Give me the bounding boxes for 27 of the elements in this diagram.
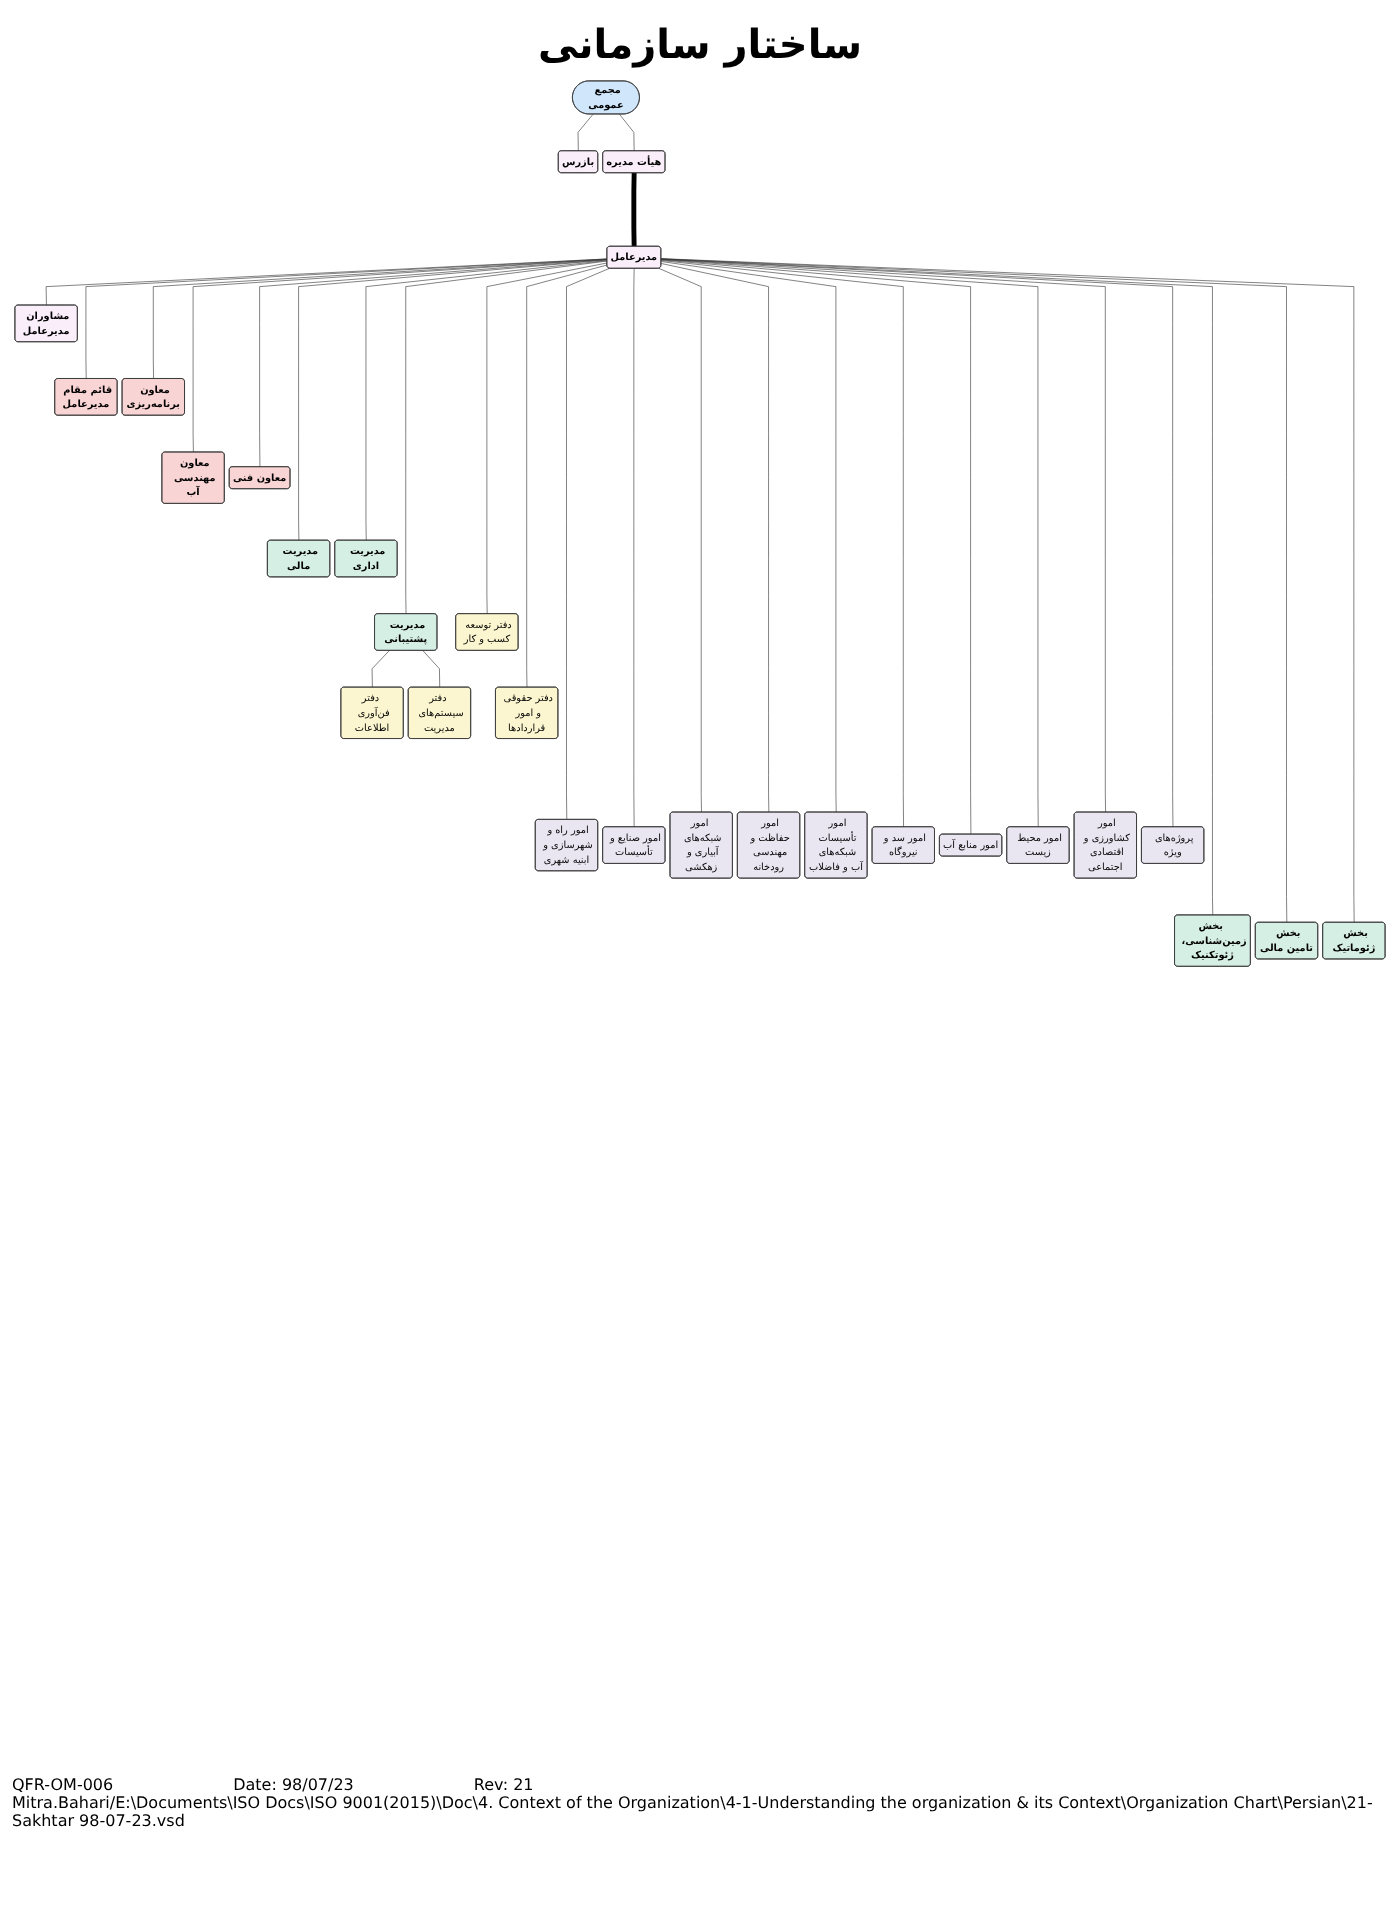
connector [371, 650, 390, 688]
connector [577, 113, 594, 152]
connector [566, 268, 610, 820]
document-code: Date: 98/07/23 [233, 1776, 354, 1794]
connector [660, 263, 770, 813]
connector [259, 259, 608, 468]
connector [365, 260, 608, 541]
document-code: QFR-OM-006 [12, 1776, 114, 1794]
connector [298, 259, 608, 541]
connector [526, 264, 608, 688]
connector [660, 259, 972, 835]
connector [633, 268, 635, 828]
connector [658, 268, 702, 813]
connector [619, 113, 635, 152]
connector [660, 258, 1106, 813]
connector [45, 258, 608, 306]
connector [486, 262, 608, 615]
connector [660, 261, 837, 813]
connector [405, 260, 608, 615]
file-path: Mitra.Bahari/E:\Documents\ISO Docs\ISO 9001(2015)\Doc\4. Context of the Organization\4-1-Understanding the organization & its Context\Organization Chart\Persian\21-Sakhtar 98-07-23.vsd [12, 1794, 1375, 1830]
document-code: Rev: 21 [473, 1776, 534, 1794]
connector [660, 259, 1039, 828]
connector [422, 650, 441, 688]
connector [660, 260, 904, 828]
connector [660, 258, 1174, 828]
chart-title: ساختار سازمانی [535, 20, 865, 68]
connector [631, 173, 637, 247]
